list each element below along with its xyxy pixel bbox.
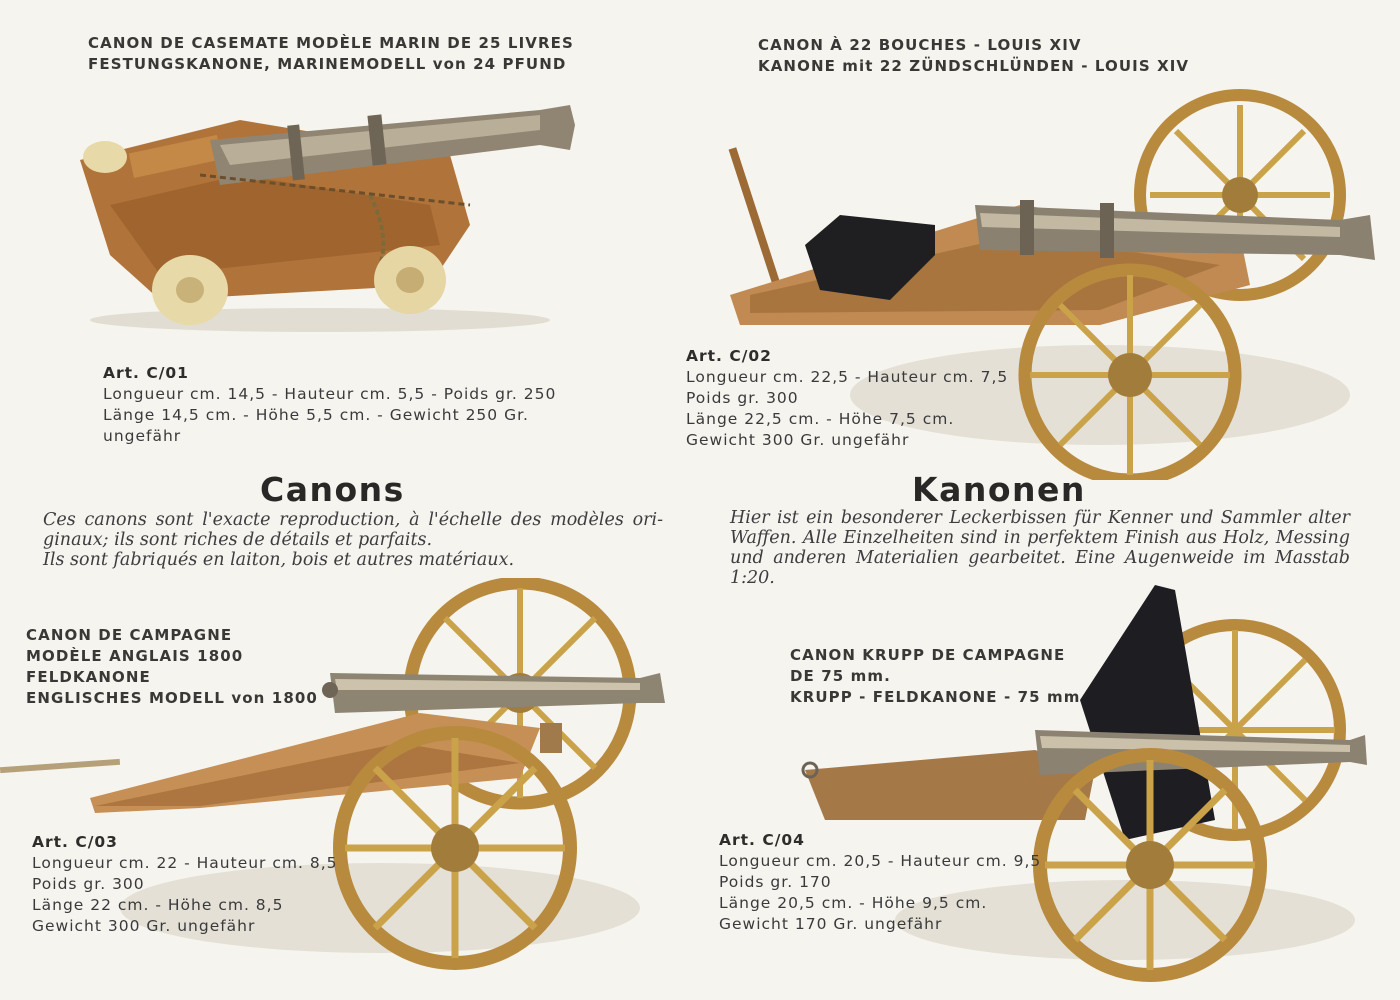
intro-de: Hier ist ein besonderer Leckerbissen für… xyxy=(730,508,1350,588)
c04-title-line: DE 75 mm. xyxy=(790,667,891,685)
c01-article-number: Art. C/01 xyxy=(103,364,189,382)
intro-fr-line: Ils sont fabriqués en laiton, bois et au… xyxy=(43,550,515,570)
c01-spec-line: ungefähr xyxy=(103,427,182,445)
c02-spec-line: Länge 22,5 cm. - Höhe 7,5 cm. xyxy=(686,410,955,428)
c04-specs: Art. C/04 Longueur cm. 20,5 - Hauteur cm… xyxy=(719,830,1041,935)
c03-article-number: Art. C/03 xyxy=(32,833,118,851)
c04-article-number: Art. C/04 xyxy=(719,831,805,849)
c02-title-de: KANONE mit 22 ZÜNDSCHLÜNDEN - LOUIS XIV xyxy=(758,57,1190,75)
intro-fr-line: ginaux; ils sont riches de détails et pa… xyxy=(43,530,433,550)
c03-spec-line: Gewicht 300 Gr. ungefähr xyxy=(32,917,256,935)
c03-title: CANON DE CAMPAGNE MODÈLE ANGLAIS 1800 FE… xyxy=(26,625,318,709)
c02-spec-line: Longueur cm. 22,5 - Hauteur cm. 7,5 xyxy=(686,368,1009,386)
heading-fr: Canons xyxy=(260,470,405,509)
c03-title-line: CANON DE CAMPAGNE xyxy=(26,626,233,644)
c03-spec-line: Länge 22 cm. - Höhe cm. 8,5 xyxy=(32,896,284,914)
c01-cannon-image xyxy=(80,105,575,332)
c02-spec-line: Gewicht 300 Gr. ungefähr xyxy=(686,431,910,449)
c03-spec-line: Longueur cm. 22 - Hauteur cm. 8,5 xyxy=(32,854,338,872)
c03-title-line: MODÈLE ANGLAIS 1800 xyxy=(26,647,244,665)
c01-title: CANON DE CASEMATE MODÈLE MARIN DE 25 LIV… xyxy=(88,33,574,75)
c03-specs: Art. C/03 Longueur cm. 22 - Hauteur cm. … xyxy=(32,832,337,937)
c04-title-line: CANON KRUPP DE CAMPAGNE xyxy=(790,646,1066,664)
c02-specs: Art. C/02 Longueur cm. 22,5 - Hauteur cm… xyxy=(686,346,1008,451)
c02-article-number: Art. C/02 xyxy=(686,347,772,365)
c03-title-line: ENGLISCHES MODELL von 1800 xyxy=(26,689,318,707)
c01-specs: Art. C/01 Longueur cm. 14,5 - Hauteur cm… xyxy=(103,363,556,447)
c01-spec-line: Longueur cm. 14,5 - Hauteur cm. 5,5 - Po… xyxy=(103,385,557,403)
c01-spec-line: Länge 14,5 cm. - Höhe 5,5 cm. - Gewicht … xyxy=(103,406,529,424)
c01-title-fr: CANON DE CASEMATE MODÈLE MARIN DE 25 LIV… xyxy=(88,34,574,52)
intro-fr: Ces canons sont l'exacte reproduction, à… xyxy=(43,510,663,570)
c04-spec-line: Poids gr. 170 xyxy=(719,873,832,891)
intro-de-line: Waffen. Alle Einzelheiten sind in perfek… xyxy=(730,528,1350,548)
c02-cannon-image xyxy=(728,89,1375,480)
c04-cannon-image xyxy=(801,585,1367,982)
intro-de-line: und anderen Materialien gearbeitet. Eine… xyxy=(730,548,1350,588)
c02-title: CANON À 22 BOUCHES - LOUIS XIV KANONE mi… xyxy=(758,35,1189,77)
c04-title: CANON KRUPP DE CAMPAGNE DE 75 mm. KRUPP … xyxy=(790,645,1087,708)
c04-title-line: KRUPP - FELDKANONE - 75 mm. xyxy=(790,688,1088,706)
intro-fr-line: Ces canons sont l'exacte reproduction, à… xyxy=(43,510,663,530)
c03-spec-line: Poids gr. 300 xyxy=(32,875,145,893)
c03-cannon-image xyxy=(0,578,665,970)
c04-spec-line: Longueur cm. 20,5 - Hauteur cm. 9,5 xyxy=(719,852,1042,870)
c02-title-fr: CANON À 22 BOUCHES - LOUIS XIV xyxy=(758,36,1082,54)
c02-spec-line: Poids gr. 300 xyxy=(686,389,799,407)
c01-title-de: FESTUNGSKANONE, MARINEMODELL von 24 PFUN… xyxy=(88,55,567,73)
c04-spec-line: Gewicht 170 Gr. ungefähr xyxy=(719,915,943,933)
intro-de-line: Hier ist ein besonderer Leckerbissen für… xyxy=(730,508,1350,528)
c03-title-line: FELDKANONE xyxy=(26,668,151,686)
c04-spec-line: Länge 20,5 cm. - Höhe 9,5 cm. xyxy=(719,894,988,912)
heading-de: Kanonen xyxy=(912,470,1086,509)
